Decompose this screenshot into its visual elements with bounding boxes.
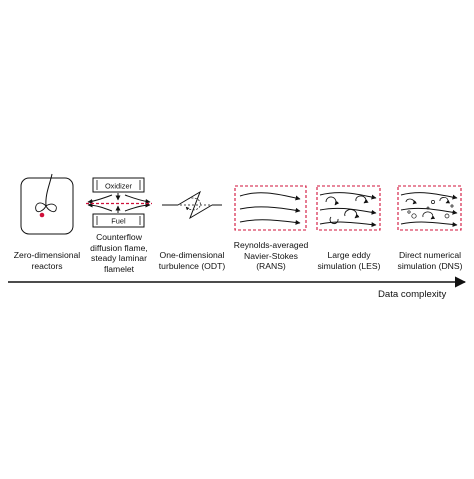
reactor-vessel xyxy=(20,177,74,235)
dns-eddy-2 xyxy=(422,211,436,220)
dns-eddy-1 xyxy=(405,198,418,205)
odt-rotation-arc xyxy=(185,197,201,211)
dns-eddy-small-2 xyxy=(431,200,435,204)
dns-eddy-small-1 xyxy=(411,213,417,219)
les-stream-3 xyxy=(319,221,377,228)
caption-les: Large eddy simulation (LES) xyxy=(317,250,381,271)
les-eddy-1 xyxy=(325,196,340,206)
oxidizer-nozzle xyxy=(92,177,145,193)
les-eddy-2 xyxy=(344,209,360,219)
rans-frame xyxy=(234,185,307,231)
caption-dns: Direct numerical simulation (DNS) xyxy=(397,250,463,271)
dns-eddy-small-3 xyxy=(444,213,450,219)
caption-rans: Reynolds-averaged Navier-Stokes (RANS) xyxy=(233,240,309,272)
flow-curve-top-left xyxy=(87,194,113,204)
les-eddy-3 xyxy=(355,195,369,204)
les-frame xyxy=(316,185,381,231)
stirrer-blade-left xyxy=(35,202,47,213)
les-eddy-4 xyxy=(329,216,339,225)
dns-eddy-small-6 xyxy=(450,204,454,208)
flow-curve-bot-left xyxy=(87,202,113,212)
odt-triplet-map xyxy=(177,190,213,220)
dns-stream-3 xyxy=(400,221,458,228)
counterflow-diagram xyxy=(86,177,152,228)
stirrer-shaft xyxy=(45,173,53,207)
rans-stream-3 xyxy=(239,219,301,225)
rans-diagram xyxy=(234,185,307,231)
caption-zero-dimensional-reactors: Zero-dimensional reactors xyxy=(13,250,81,271)
flow-curve-top-right xyxy=(124,194,151,204)
dns-stream-1 xyxy=(400,192,458,200)
dns-diagram xyxy=(397,185,462,231)
fuel-nozzle xyxy=(92,213,145,228)
rans-stream-1 xyxy=(239,192,301,201)
dns-frame xyxy=(397,185,462,231)
dns-eddy-small-5 xyxy=(426,206,430,210)
caption-counterflow-flame: Counterflow diffusion flame, steady lami… xyxy=(90,232,148,274)
dns-eddy-3 xyxy=(439,197,451,204)
rans-stream-2 xyxy=(239,206,301,213)
les-diagram xyxy=(316,185,381,231)
caption-odt: One-dimensional turbulence (ODT) xyxy=(158,250,226,271)
les-stream-2 xyxy=(319,207,377,215)
les-stream-1 xyxy=(319,192,377,200)
dns-eddy-small-4 xyxy=(407,210,411,214)
reactor-dot xyxy=(39,212,45,218)
axis-label-data-complexity: Data complexity xyxy=(378,289,447,300)
reactor-diagram xyxy=(20,173,74,235)
fuel-label: Fuel xyxy=(111,217,126,226)
stirrer-blade-right xyxy=(45,203,57,213)
odt-diagram xyxy=(162,190,222,220)
oxidizer-label: Oxidizer xyxy=(105,181,133,190)
flow-curve-bot-right xyxy=(124,202,151,212)
